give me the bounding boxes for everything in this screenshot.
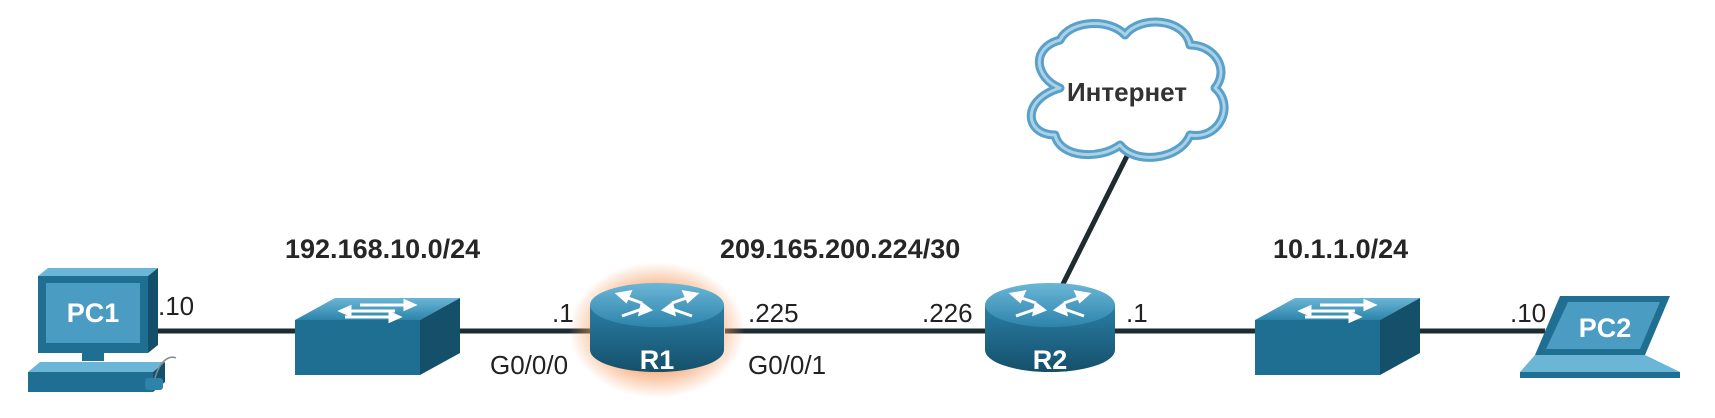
r1-interface-g000: G0/0/0	[490, 350, 568, 380]
links	[148, 148, 1545, 334]
pc1-desktop-icon: PC1	[28, 268, 177, 392]
wan-network-label: 209.165.200.224/30	[720, 234, 960, 264]
lan1-network-label: 192.168.10.0/24	[285, 234, 480, 264]
pc2-host-address: .10	[1510, 298, 1546, 328]
r2-lan-address: .1	[1126, 298, 1148, 328]
r2-router-icon: R2	[985, 283, 1115, 375]
pc2-laptop-icon: PC2	[1520, 296, 1680, 378]
link-r2-internet	[1057, 148, 1133, 292]
r1-label: R1	[640, 345, 675, 375]
switch2-icon	[1255, 298, 1420, 375]
internet-label: Интернет	[1067, 77, 1187, 107]
pc1-host-address: .10	[158, 291, 194, 321]
r1-interface-g001: G0/0/1	[748, 350, 826, 380]
switch1-icon	[295, 298, 460, 375]
r2-wan-address: .226	[922, 298, 973, 328]
lan2-network-label: 10.1.1.0/24	[1273, 234, 1408, 264]
pc1-label: PC1	[67, 298, 120, 328]
r2-label: R2	[1033, 345, 1068, 375]
pc2-label: PC2	[1579, 313, 1632, 343]
internet-cloud: Интернет	[1026, 17, 1229, 162]
r1-router-icon: R1	[569, 262, 745, 398]
r1-wan-address: .225	[748, 298, 799, 328]
r1-lan-address: .1	[552, 298, 574, 328]
